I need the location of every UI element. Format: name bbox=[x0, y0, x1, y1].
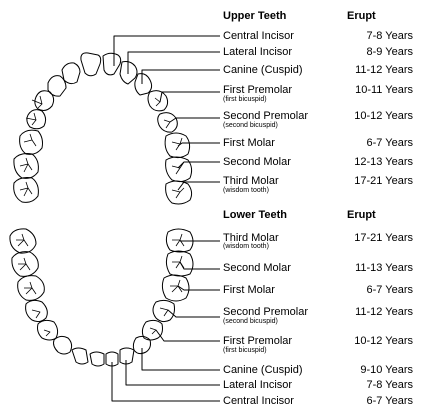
upper-row-age: 8-9 Years bbox=[367, 46, 413, 58]
lower-teeth-heading: Lower Teeth bbox=[223, 209, 287, 221]
upper-row-name: First Premolar bbox=[223, 84, 292, 96]
upper-row-name: Canine (Cuspid) bbox=[223, 64, 302, 76]
lower-row-age: 7-8 Years bbox=[367, 379, 413, 391]
lower-row-name: Second Premolar bbox=[223, 306, 308, 318]
lower-right-lateral-incisor bbox=[120, 348, 134, 364]
upper-right-central-incisor bbox=[103, 53, 121, 75]
upper-row-name: Second Premolar bbox=[223, 110, 308, 122]
lower-left-first-premolar bbox=[38, 320, 58, 340]
lower-row-age: 9-10 Years bbox=[360, 364, 413, 376]
lower-left-central-incisor bbox=[90, 352, 104, 366]
upper-row-age: 6-7 Years bbox=[367, 137, 413, 149]
lower-row-name: Central Incisor bbox=[223, 395, 294, 407]
upper-right-second-molar bbox=[166, 157, 192, 182]
lower-row-name: First Premolar bbox=[223, 335, 292, 347]
upper-row-age: 10-11 Years bbox=[355, 84, 413, 96]
upper-right-second-premolar bbox=[158, 113, 178, 132]
lower-row-subtitle: (second bicuspid) bbox=[223, 318, 278, 326]
lower-right-second-molar bbox=[166, 251, 193, 276]
lower-left-lateral-incisor bbox=[72, 348, 88, 364]
upper-row-age: 10-12 Years bbox=[354, 110, 413, 122]
upper-row-name: Second Molar bbox=[223, 156, 291, 168]
upper-right-canine bbox=[135, 74, 152, 95]
upper-left-second-molar bbox=[14, 154, 39, 179]
upper-right-first-molar bbox=[165, 133, 190, 158]
lower-row-age: 11-12 Years bbox=[355, 306, 413, 318]
upper-row-age: 17-21 Years bbox=[354, 175, 413, 187]
upper-right-first-premolar bbox=[148, 91, 168, 111]
lower-row-age: 10-12 Years bbox=[354, 335, 413, 347]
lower-row-age: 6-7 Years bbox=[367, 395, 413, 407]
upper-arch bbox=[14, 53, 192, 204]
upper-row-name: Third Molar bbox=[223, 175, 279, 187]
lower-row-age: 6-7 Years bbox=[367, 284, 413, 296]
lower-right-second-premolar bbox=[153, 300, 175, 321]
upper-erupt-heading: Erupt bbox=[347, 10, 376, 22]
upper-right-third-molar bbox=[166, 181, 192, 204]
upper-row-age: 11-12 Years bbox=[355, 64, 413, 76]
lower-arch bbox=[10, 229, 193, 366]
upper-teeth-heading: Upper Teeth bbox=[223, 10, 286, 22]
lower-row-subtitle: (wisdom tooth) bbox=[223, 243, 269, 251]
upper-row-name: First Molar bbox=[223, 137, 275, 149]
upper-row-subtitle: (first bicuspid) bbox=[223, 96, 267, 104]
lower-row-name: Lateral Incisor bbox=[223, 379, 292, 391]
lower-left-canine bbox=[54, 336, 72, 354]
upper-row-age: 12-13 Years bbox=[354, 156, 413, 168]
upper-row-age: 7-8 Years bbox=[367, 30, 413, 42]
lower-row-subtitle: (first bicuspid) bbox=[223, 347, 267, 355]
lower-row-name: Canine (Cuspid) bbox=[223, 364, 302, 376]
upper-left-central-incisor bbox=[81, 53, 101, 76]
upper-row-name: Central Incisor bbox=[223, 30, 294, 42]
upper-row-subtitle: (wisdom tooth) bbox=[223, 187, 269, 195]
upper-row-subtitle: (second bicuspid) bbox=[223, 122, 278, 130]
lower-row-age: 11-13 Years bbox=[355, 262, 413, 274]
lower-erupt-heading: Erupt bbox=[347, 209, 376, 221]
lower-row-name: First Molar bbox=[223, 284, 275, 296]
upper-row-name: Lateral Incisor bbox=[223, 46, 292, 58]
upper-left-third-molar bbox=[14, 178, 39, 203]
lower-row-age: 17-21 Years bbox=[354, 232, 413, 244]
upper-left-second-premolar bbox=[27, 110, 46, 129]
lower-row-name: Second Molar bbox=[223, 262, 291, 274]
upper-left-first-molar bbox=[20, 130, 43, 154]
